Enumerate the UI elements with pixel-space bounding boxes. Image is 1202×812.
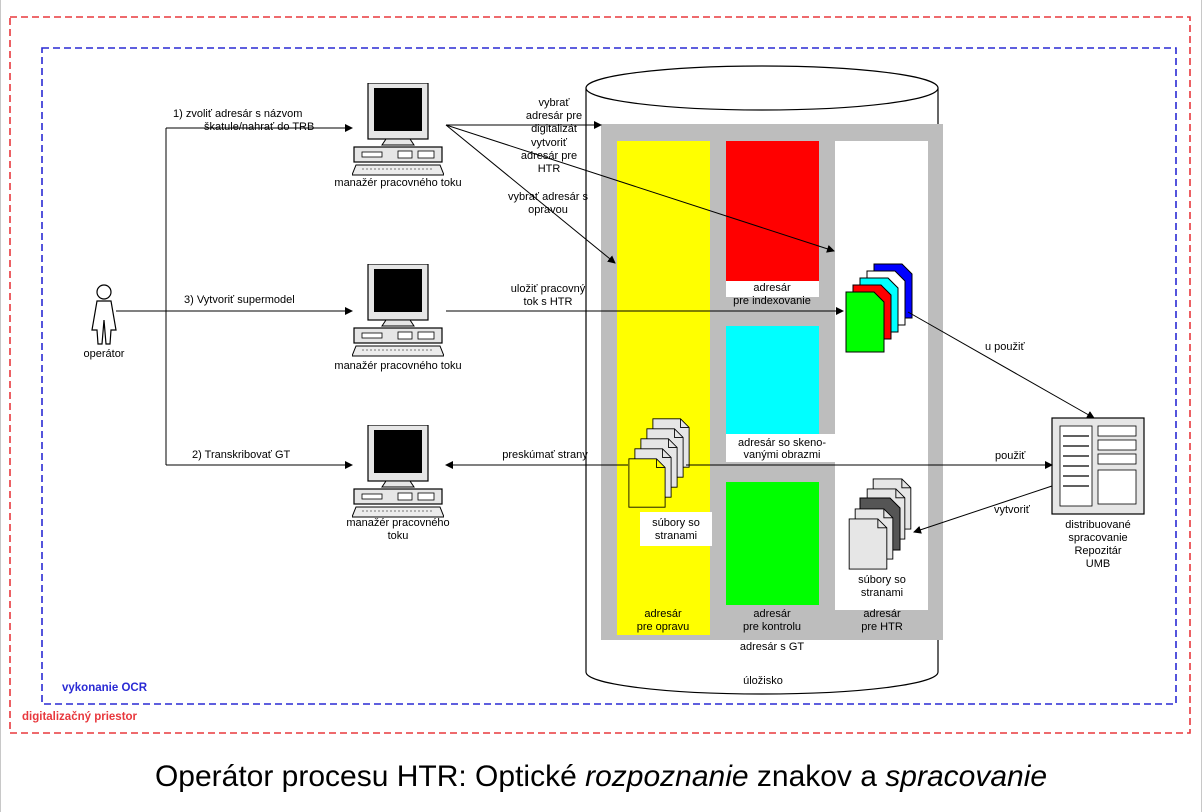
workstation-bottom-line2: toku	[388, 530, 409, 542]
htr-process-diagram: vykonanie OCR digitalizačný priestor úlo…	[9, 16, 1191, 734]
workstation-middle-label: manažér pracovného toku	[334, 360, 461, 372]
workstation-top-icon	[352, 83, 444, 176]
caption-part1: Operátor procesu HTR: Optické	[154, 760, 586, 793]
action-select-directory-line1: 1) zvoliť adresár s názvom	[173, 108, 302, 120]
label-select-correction-2: opravou	[528, 204, 568, 216]
label-select-digitization-2: adresár pre	[526, 110, 582, 122]
workflow-arrows	[445, 121, 1095, 534]
server-line4: UMB	[1086, 558, 1110, 570]
workstation-bottom-line1: manažér pracovného	[346, 517, 449, 529]
action-select-directory-line2: škatule/nahrať do TRB	[204, 121, 314, 133]
correction-directory	[617, 141, 710, 635]
label-select-digitization-1: vybrať	[538, 97, 570, 109]
pages-gray-documents-icon	[848, 478, 912, 570]
operator-icon	[91, 284, 117, 345]
scans-dir-line1: adresár so skeno-	[738, 437, 826, 449]
slide-caption: Operátor procesu HTR: Optické rozpoznani…	[0, 760, 1202, 794]
label-create: vytvoriť	[994, 504, 1031, 516]
pages-yellow-label-area	[640, 512, 712, 546]
label-create-htr-1: vytvoriť	[531, 137, 568, 149]
htr-dir-line1: adresár	[863, 608, 901, 620]
scans-dir-line2: vanými obrazmi	[743, 449, 820, 461]
server-line1: distribuované	[1065, 519, 1130, 531]
storage-label: úložisko	[743, 675, 783, 687]
label-save-workflow-1: uložiť pracovný	[511, 283, 586, 295]
control-dir-line1: adresár	[753, 608, 791, 620]
server-icon	[1051, 417, 1145, 515]
correction-dir-line2: pre opravu	[637, 621, 690, 633]
htr-colored-documents-icon	[845, 263, 913, 353]
workstation-middle-icon	[352, 264, 444, 357]
digitization-zone-label: digitalizačný priestor	[22, 711, 138, 723]
control-dir-line2: pre kontrolu	[743, 621, 801, 633]
label-use-1: u použiť	[985, 341, 1025, 353]
pages-yellow-line2: stranami	[655, 530, 697, 542]
indexing-directory-label-area	[726, 281, 819, 297]
workstation-bottom-icon	[352, 425, 444, 518]
control-directory	[726, 482, 819, 605]
label-use-2: použiť	[995, 450, 1026, 462]
action-transcribe-gt: 2) Transkribovať GT	[192, 449, 291, 461]
operator-label: operátor	[84, 348, 125, 360]
indexing-directory	[726, 141, 819, 281]
ocr-zone-label: vykonanie OCR	[62, 682, 148, 694]
server-line2: spracovanie	[1068, 532, 1127, 544]
indexing-dir-line2: pre indexovanie	[733, 295, 811, 307]
caption-part2: rozpoznanie	[585, 760, 749, 793]
pages-yellow-line1: súbory so	[652, 517, 700, 529]
label-select-correction-1: vybrať adresár s	[508, 191, 588, 203]
server-line3: Repozitár	[1074, 545, 1121, 557]
pages-gray-line1: súbory so	[858, 574, 906, 586]
label-save-workflow-2: tok s HTR	[524, 296, 573, 308]
label-create-htr-3: HTR	[538, 163, 561, 175]
htr-dir-line2: pre HTR	[861, 621, 903, 633]
gt-directory-label: adresár s GT	[740, 641, 804, 653]
action-create-supermodel: 3) Vytvoriť supermodel	[184, 294, 295, 306]
correction-dir-line1: adresár	[644, 608, 682, 620]
digitization-zone-border	[9, 16, 1191, 734]
operator-connectors	[116, 124, 353, 469]
caption-part4: spracovanie	[885, 760, 1048, 793]
workstation-top-label: manažér pracovného toku	[334, 177, 461, 189]
pages-gray-line2: stranami	[861, 587, 903, 599]
label-review-pages: preskúmať strany	[502, 449, 588, 461]
label-create-htr-2: adresár pre	[521, 150, 577, 162]
scans-directory-label-area	[726, 434, 839, 462]
indexing-dir-line1: adresár	[753, 282, 791, 294]
label-select-digitization-3: digitalizát	[531, 123, 577, 135]
scans-directory	[726, 326, 819, 434]
caption-part3: znakov a	[748, 760, 886, 793]
ocr-zone-border	[41, 47, 1177, 705]
